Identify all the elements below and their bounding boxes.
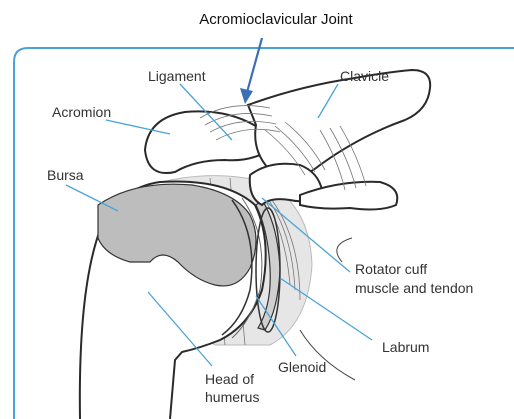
- rotator-cuff-label-line2: muscle and tendon: [355, 280, 473, 296]
- ligament-label: Ligament: [148, 68, 206, 84]
- rotator-cuff-label-line1: Rotator cuff: [355, 261, 427, 277]
- clavicle-label: Clavicle: [340, 68, 389, 84]
- acromioclavicular-arrow: [246, 38, 262, 96]
- diagram-title: Acromioclavicular Joint: [199, 11, 353, 28]
- head-of-humerus-label-line1: Head of: [205, 371, 254, 387]
- labrum-label: Labrum: [382, 339, 429, 355]
- glenoid-label: Glenoid: [278, 359, 326, 375]
- acromion-label: Acromion: [52, 104, 111, 120]
- scapula-edge: [337, 238, 352, 262]
- head-of-humerus-label-line2: humerus: [205, 389, 259, 405]
- acromion-bone: [145, 111, 270, 173]
- acromioclavicular-arrowhead: [240, 88, 253, 104]
- bursa-label: Bursa: [47, 167, 84, 183]
